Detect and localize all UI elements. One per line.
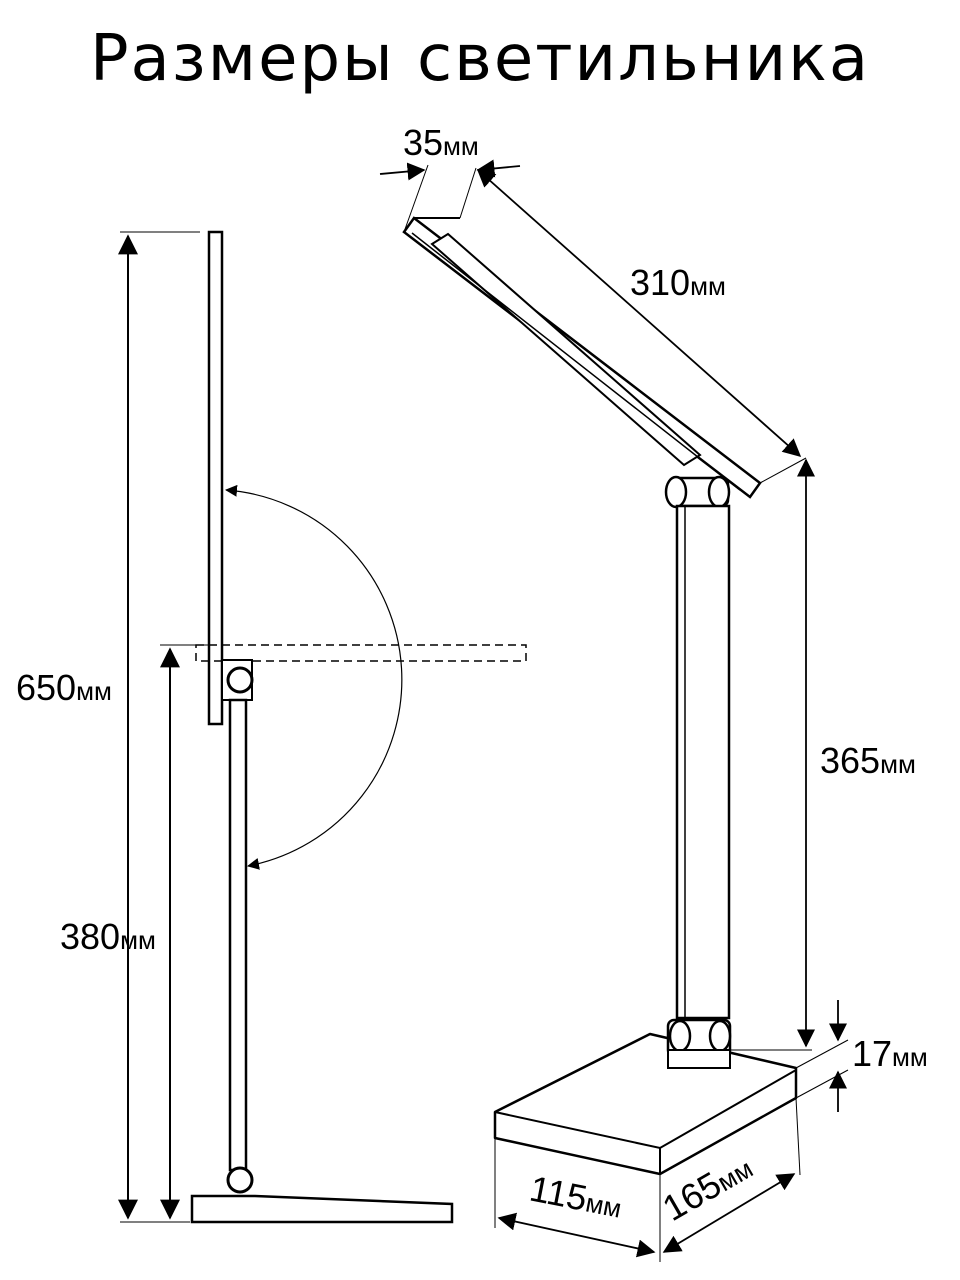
upper-hinge bbox=[226, 666, 254, 694]
lower-arm-label: 380мм bbox=[60, 916, 156, 957]
lower-hinge-left bbox=[668, 1019, 692, 1053]
lower-hinge bbox=[226, 1166, 254, 1194]
base-width-dim-line bbox=[497, 1212, 656, 1258]
head-length-label: 310мм bbox=[630, 262, 726, 303]
upper-hinge-left bbox=[664, 475, 688, 509]
head-width-label: 35мм bbox=[403, 122, 479, 163]
lamp-arm-side bbox=[228, 698, 248, 1172]
base-depth-dim-line bbox=[662, 1173, 796, 1253]
perspective-view bbox=[379, 159, 849, 1262]
dimension-labels: 650мм 380мм 35мм 310мм 365мм 17мм 115мм … bbox=[16, 122, 928, 1229]
lamp-base-side bbox=[190, 1194, 454, 1224]
rotation-arc bbox=[225, 484, 403, 870]
base-width-label: 115мм bbox=[526, 1168, 625, 1226]
lamp-head-raised bbox=[207, 230, 224, 726]
base-thickness-label: 17мм bbox=[852, 1033, 928, 1074]
upper-hinge-right bbox=[707, 475, 731, 509]
lower-hinge-right bbox=[708, 1019, 732, 1053]
head-length-dim-line bbox=[476, 169, 802, 457]
lamp-head-folded bbox=[195, 644, 527, 662]
lamp-base bbox=[493, 1032, 798, 1176]
side-view bbox=[118, 230, 527, 1224]
arm-height-label: 365мм bbox=[820, 740, 916, 781]
page-title: Размеры светильника bbox=[89, 22, 871, 96]
total-height-label: 650мм bbox=[16, 667, 112, 708]
